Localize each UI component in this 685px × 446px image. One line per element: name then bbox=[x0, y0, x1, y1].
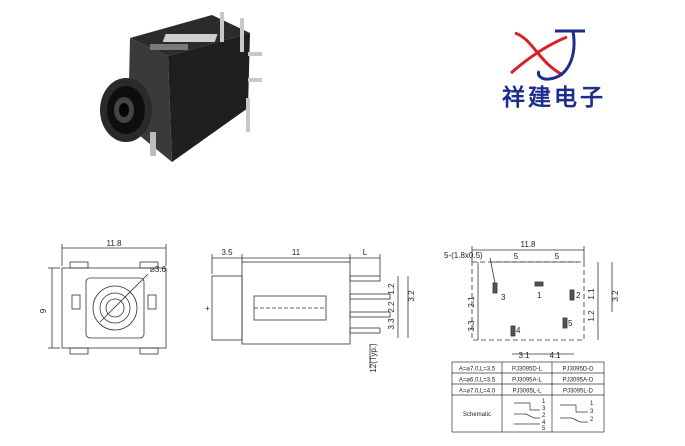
table-r1-c2: PJ3095D-L bbox=[512, 367, 543, 373]
pcb-overall-dim: 11.8 bbox=[521, 240, 537, 249]
pcb-bottom-dim-2: 4.1 bbox=[549, 351, 561, 360]
schematic-l-pin-1: 1 bbox=[542, 399, 546, 405]
pcb-pin-1: 1 bbox=[537, 291, 542, 300]
hole-diameter-dim: ⌀3.6 bbox=[150, 265, 166, 274]
spec-table bbox=[451, 361, 605, 433]
table-r3-c2: PJ3095L-L bbox=[512, 389, 542, 395]
pcb-vdim-3: 1.1 bbox=[587, 288, 596, 300]
front-width-dim: 11.8 bbox=[107, 239, 123, 248]
table-r3-c3: PJ3095L-D bbox=[563, 389, 594, 395]
table-r2-c3: PJ3095A-D bbox=[563, 378, 594, 384]
pcb-vdim-4: 1.2 bbox=[587, 310, 596, 322]
side-dim-a: 3.5 bbox=[221, 248, 233, 257]
schematic-l-pin-4: 4 bbox=[542, 420, 546, 426]
pcb-pin-2: 2 bbox=[576, 291, 581, 300]
table-r1-c1: A=⌀7.0,L=3.5 bbox=[459, 367, 496, 373]
side-dim-body: 11 bbox=[292, 248, 301, 257]
side-pin-dim-1: 1.2 bbox=[387, 283, 396, 295]
pcb-pin-3: 3 bbox=[501, 293, 506, 302]
schematic-r-pin-1: 1 bbox=[590, 401, 594, 407]
schematic-l-pin-5: 5 bbox=[542, 426, 546, 432]
brand-logo: 祥建电子 bbox=[493, 25, 633, 115]
pcb-pin-5: 5 bbox=[568, 319, 573, 328]
pcb-layout bbox=[471, 246, 613, 355]
pcb-slot-label: 5-(1.8x0.5) bbox=[444, 251, 483, 260]
side-pin-dim-4: 3.2 bbox=[407, 290, 416, 302]
xj-logo-mark bbox=[510, 29, 585, 81]
schematic-l-pin-2: 2 bbox=[542, 413, 546, 419]
side-pin-dim-2: 2.2 bbox=[387, 301, 396, 313]
front-height-dim: 9 bbox=[39, 308, 48, 313]
table-r1-c3: PJ3095D-D bbox=[562, 367, 594, 373]
table-r2-c2: PJ3095A-L bbox=[512, 378, 542, 384]
schematic-label: Schematic bbox=[463, 412, 491, 418]
schematic-l-pin-3: 3 bbox=[542, 406, 546, 412]
table-r2-c1: A=⌀6.0,L=3.5 bbox=[459, 378, 496, 384]
schematic-r-pin-2: 2 bbox=[590, 417, 594, 423]
pcb-vdim-5: 3.2 bbox=[611, 290, 620, 302]
company-name: 祥建电子 bbox=[502, 84, 606, 111]
front-view bbox=[48, 244, 167, 355]
side-left-marker: + bbox=[205, 304, 210, 313]
table-r3-c1: A=⌀7.0,L=4.0 bbox=[459, 389, 496, 395]
pcb-pin-4: 4 bbox=[516, 326, 521, 335]
side-dim-l: L bbox=[363, 248, 368, 257]
pcb-bottom-dim-1: 3.1 bbox=[518, 351, 530, 360]
side-view bbox=[211, 254, 409, 368]
product-render bbox=[100, 12, 262, 162]
schematic-r-pin-3: 3 bbox=[590, 409, 594, 415]
side-pin-dim-3: 3.3 bbox=[387, 318, 396, 330]
pin-length-label: 12(Typ.) bbox=[369, 343, 378, 373]
pcb-vdim-1: 2.1 bbox=[467, 296, 476, 308]
pcb-pitch-left: 5 bbox=[514, 252, 519, 261]
pcb-vdim-2: 3.3 bbox=[467, 320, 476, 332]
pcb-pitch-right: 5 bbox=[555, 252, 560, 261]
